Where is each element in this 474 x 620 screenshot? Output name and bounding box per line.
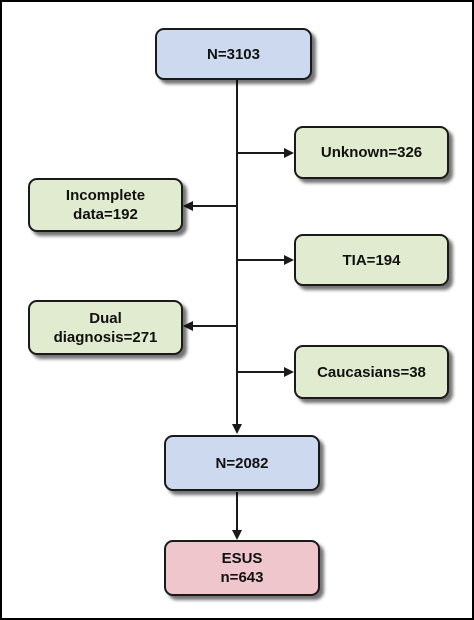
box-dual-diagnosis: Dual diagnosis=271 <box>28 300 183 355</box>
box-tia: TIA=194 <box>294 234 449 286</box>
box-remaining: N=2082 <box>164 435 320 491</box>
box-caucasians: Caucasians=38 <box>294 345 449 399</box>
box-incomplete-data: Incomplete data=192 <box>28 178 183 232</box>
box-total: N=3103 <box>155 28 312 80</box>
box-esus: ESUS n=643 <box>164 540 320 596</box>
box-unknown: Unknown=326 <box>294 126 449 179</box>
